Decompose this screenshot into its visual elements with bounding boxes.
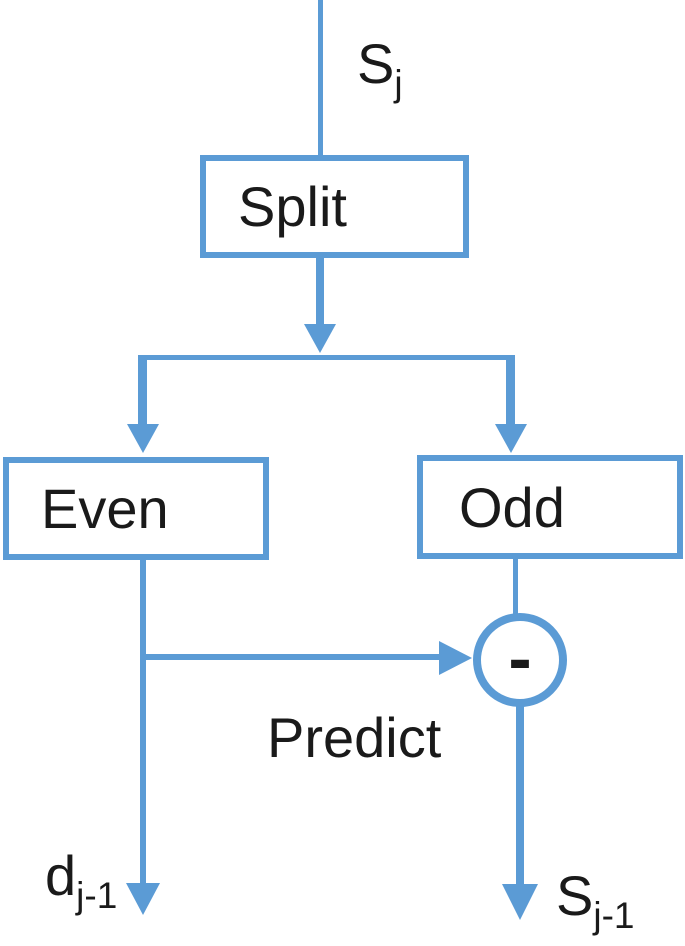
minus-output-arrowhead [502,884,538,920]
branch-right-arrow-stem [506,355,515,425]
branch-right-arrowhead [495,424,527,453]
split-box: Split [200,155,469,258]
approximation-output-subscript: j-1 [593,895,635,936]
even-output-arrow-stem [140,559,146,884]
input-signal-base: S [357,32,395,95]
odd-label: Odd [459,475,565,539]
branch-left-arrowhead [127,424,159,453]
input-signal-line [318,0,323,156]
predict-arrow-stem [143,654,440,660]
even-output-arrowhead [126,883,160,915]
even-label: Even [41,477,169,540]
branch-left-arrow-stem [138,355,147,425]
approximation-output-base: S [556,864,594,927]
split-output-arrowhead [304,324,336,353]
branch-horizontal-line [138,355,515,360]
odd-box: Odd [417,455,683,559]
predict-label: Predict [267,706,442,769]
split-output-arrow-stem [316,257,324,325]
predict-arrowhead [439,641,472,675]
minus-symbol: - [508,619,532,697]
minus-output-arrow-stem [516,706,524,885]
split-label: Split [238,175,347,238]
detail-output-base: d [45,844,77,907]
even-box: Even [3,457,269,560]
approximation-output-label: Sj-1 [556,863,634,936]
minus-operator-node: - [473,613,567,707]
odd-to-minus-line [513,558,518,615]
detail-output-label: dj-1 [45,843,117,916]
input-signal-subscript: j [394,63,403,104]
detail-output-subscript: j-1 [76,875,118,916]
input-signal-label: Sj [357,31,403,104]
